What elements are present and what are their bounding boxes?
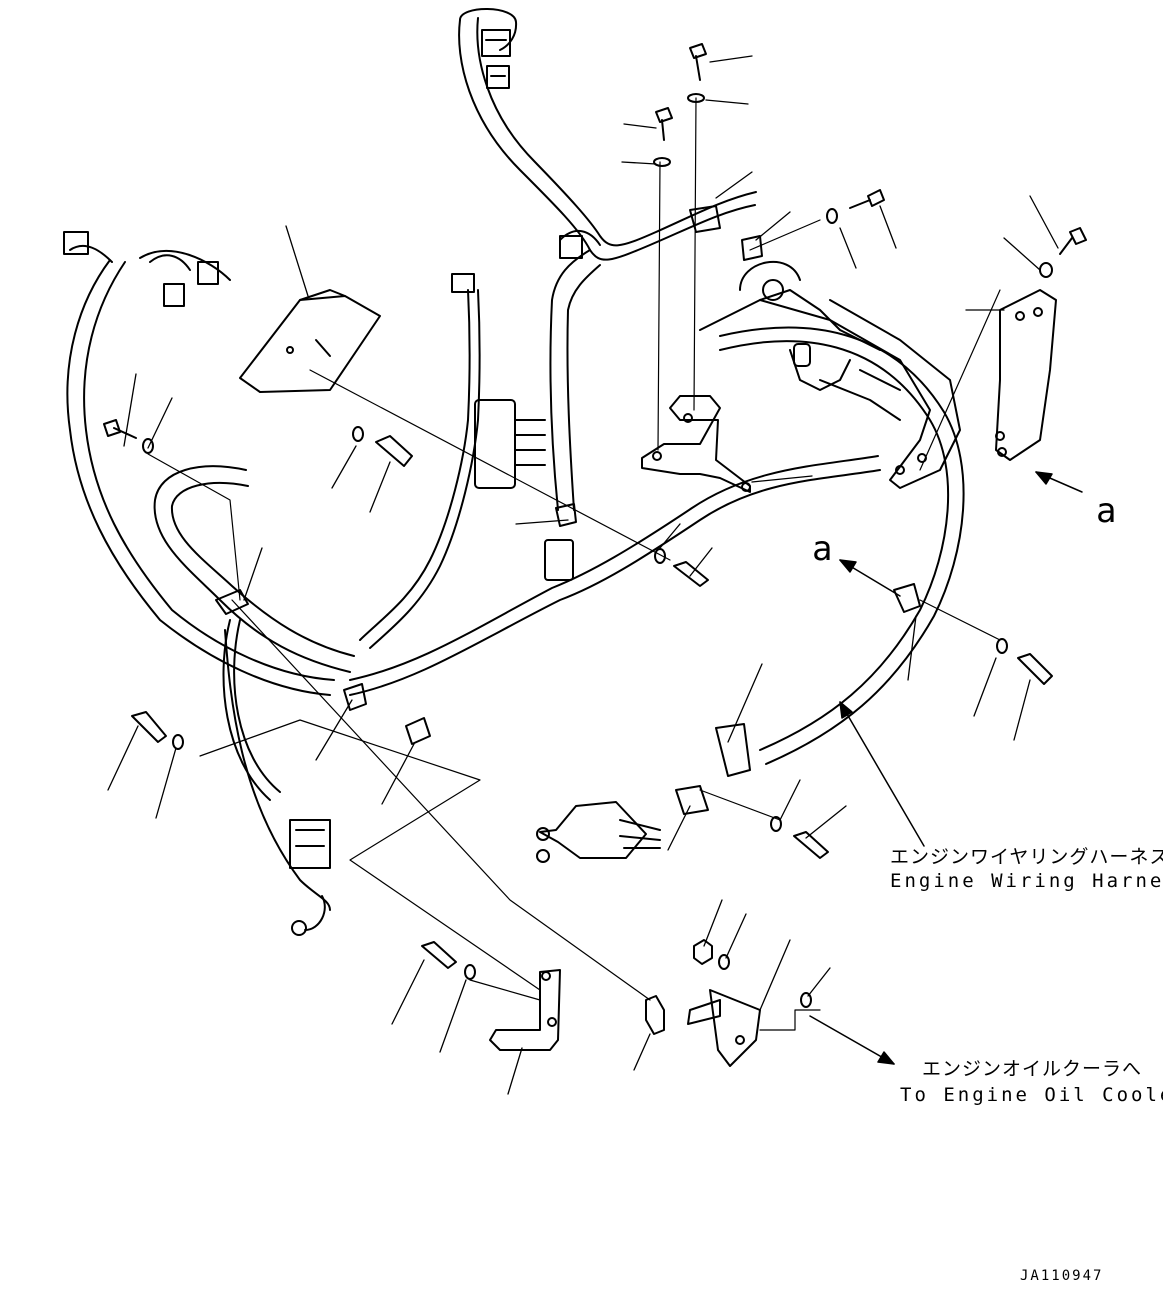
engine-frame [699,261,961,489]
connector-bottom [536,801,661,863]
engine-wiring-harness-label-en: Engine Wiring Harness [890,870,1163,892]
drawing-code: JA110947 [1020,1268,1104,1284]
bracket-oil-cooler [687,989,761,1067]
bracket-center [641,395,751,493]
arrows [809,471,1083,1065]
callout-lines [107,55,1059,1095]
view-reference-a-middle: a [812,529,833,569]
bolts [103,43,1087,969]
bracket-left-top [239,289,381,393]
bracket-right [995,289,1057,461]
view-reference-a-right: a [1096,491,1117,531]
connector-center [451,235,583,581]
connector-top-left [63,231,219,307]
clamps [215,205,921,815]
to-engine-oil-cooler-label-en: To Engine Oil Cooler [900,1084,1163,1106]
leader-lines [147,97,1001,1031]
wiring-harness [66,8,965,911]
connector-top [481,29,511,89]
connector-lower-left [289,819,331,936]
bracket-bottom-left [489,969,561,1051]
washers [142,93,1053,1035]
engine-wiring-harness-label-ja: エンジンワイヤリングハーネス [890,846,1163,868]
to-engine-oil-cooler-label-ja: エンジンオイルクーラへ [922,1058,1143,1080]
